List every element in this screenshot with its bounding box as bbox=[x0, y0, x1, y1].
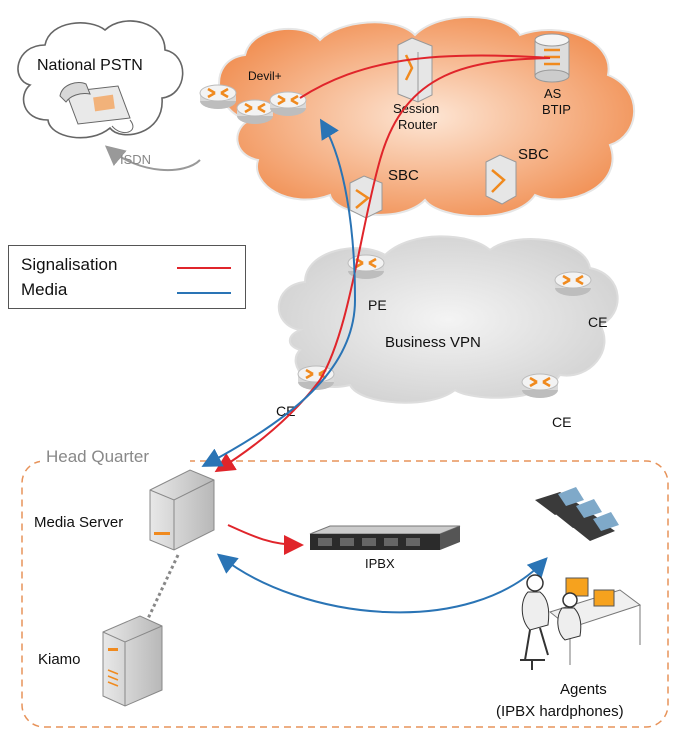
media-link bbox=[216, 553, 548, 614]
head-quarter-region bbox=[21, 460, 669, 728]
ce-top-right-label: CE bbox=[588, 314, 607, 330]
media-server-label: Media Server bbox=[34, 514, 123, 531]
legend-signalisation-line bbox=[177, 267, 231, 269]
telephone-icon bbox=[59, 82, 134, 134]
pstn-cloud bbox=[17, 20, 184, 139]
router-icon bbox=[520, 372, 560, 400]
agents-label-1: Agents bbox=[560, 681, 607, 698]
sbc-left-label: SBC bbox=[388, 167, 419, 184]
router-icon bbox=[198, 83, 238, 111]
media-link bbox=[201, 118, 357, 467]
legend-signalisation-label: Signalisation bbox=[21, 255, 118, 274]
rack-server-icon bbox=[309, 525, 461, 550]
ipbx-label: IPBX bbox=[365, 556, 395, 571]
legend-media-line bbox=[177, 292, 231, 294]
devil-label: Devil+ bbox=[248, 69, 282, 83]
pstn-label: National PSTN bbox=[37, 57, 143, 74]
session-router-icon bbox=[397, 37, 433, 103]
session-router-label-1: Session bbox=[393, 101, 439, 116]
ip-phone-icon bbox=[535, 487, 619, 541]
pe-label: PE bbox=[368, 297, 387, 313]
sbc-icon bbox=[349, 175, 383, 219]
signalisation-link bbox=[299, 54, 551, 99]
head-quarter-label: Head Quarter bbox=[46, 447, 149, 466]
isdn-label: ISDN bbox=[120, 152, 151, 167]
agents-label-2: (IPBX hardphones) bbox=[496, 703, 624, 720]
server-connection bbox=[143, 554, 180, 626]
as-label-1: AS bbox=[544, 86, 562, 101]
router-icon bbox=[553, 270, 593, 298]
router-icon bbox=[268, 90, 308, 118]
server-icon bbox=[149, 469, 215, 551]
server-icon bbox=[102, 615, 163, 707]
ce-bottom-right-label: CE bbox=[552, 414, 571, 430]
isdn-link bbox=[104, 145, 201, 172]
session-router-label-2: Router bbox=[398, 117, 438, 132]
kiamo-label: Kiamo bbox=[38, 651, 81, 668]
sbc-right-label: SBC bbox=[518, 146, 549, 163]
router-icon bbox=[235, 98, 275, 126]
legend-media-label: Media bbox=[21, 280, 68, 299]
legend: Signalisation Media bbox=[8, 245, 246, 309]
business-vpn-label: Business VPN bbox=[385, 334, 481, 351]
signalisation-link bbox=[227, 524, 304, 555]
sbc-icon bbox=[485, 154, 517, 205]
as-label-2: BTIP bbox=[542, 102, 571, 117]
agent-workstation-icon bbox=[520, 574, 642, 670]
